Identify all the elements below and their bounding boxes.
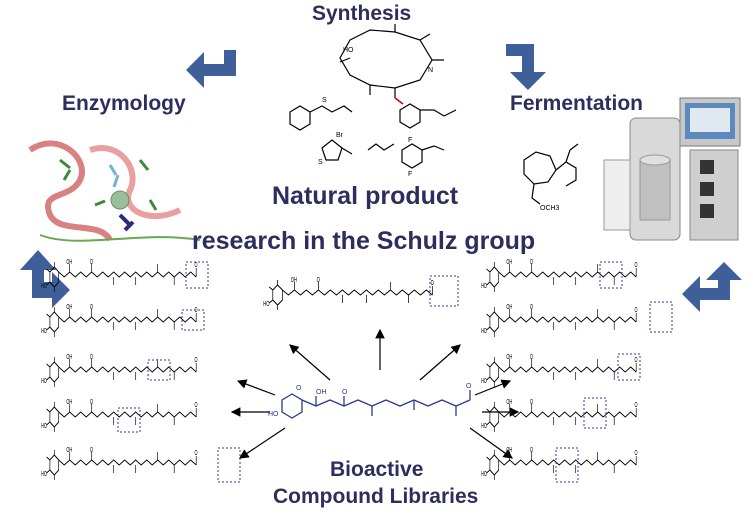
enzymology-label: Enzymology bbox=[62, 92, 186, 115]
library-molecule-top bbox=[262, 275, 459, 311]
svg-text:Br: Br bbox=[336, 132, 344, 139]
library-molecules-left bbox=[40, 258, 241, 483]
title-line-2: research in the Schulz group bbox=[192, 227, 536, 255]
svg-text:HO: HO bbox=[268, 411, 279, 418]
synthesis-macrolide-structure: HO N bbox=[339, 24, 444, 105]
svg-text:OH: OH bbox=[316, 389, 327, 396]
central-lead-molecule: HO O OH O O bbox=[268, 383, 472, 419]
arrow-synthesis-to-enzymology-icon bbox=[186, 50, 236, 88]
svg-text:F: F bbox=[408, 137, 412, 144]
svg-text:S: S bbox=[318, 159, 323, 166]
svg-text:OCH3: OCH3 bbox=[540, 205, 560, 212]
radial-arrows bbox=[230, 328, 520, 459]
protein-ribbon-icon bbox=[14, 132, 206, 250]
library-molecules-right bbox=[480, 258, 673, 483]
svg-text:O: O bbox=[296, 385, 302, 392]
fermenter-icon bbox=[603, 97, 741, 241]
terpene-structure: OCH3 bbox=[523, 143, 579, 212]
fermentation-label: Fermentation bbox=[510, 92, 644, 115]
library-label-line-1: Bioactive bbox=[330, 458, 424, 481]
synthesis-label: Synthesis bbox=[312, 2, 412, 25]
svg-text:F: F bbox=[408, 171, 412, 178]
svg-text:O: O bbox=[466, 383, 472, 390]
synthesis-building-blocks: S Br S F F bbox=[289, 97, 457, 178]
svg-text:S: S bbox=[322, 97, 327, 104]
arrow-fermentation-to-library-icon bbox=[682, 262, 742, 312]
svg-text:N: N bbox=[428, 67, 433, 74]
svg-text:HO: HO bbox=[343, 47, 354, 54]
svg-text:O: O bbox=[342, 389, 348, 396]
arrow-enzymology-to-library-icon bbox=[20, 250, 70, 308]
arrow-synthesis-to-fermentation-icon bbox=[506, 44, 546, 90]
title-line-1: Natural product bbox=[272, 182, 459, 210]
library-label-line-2: Compound Libraries bbox=[273, 485, 479, 508]
